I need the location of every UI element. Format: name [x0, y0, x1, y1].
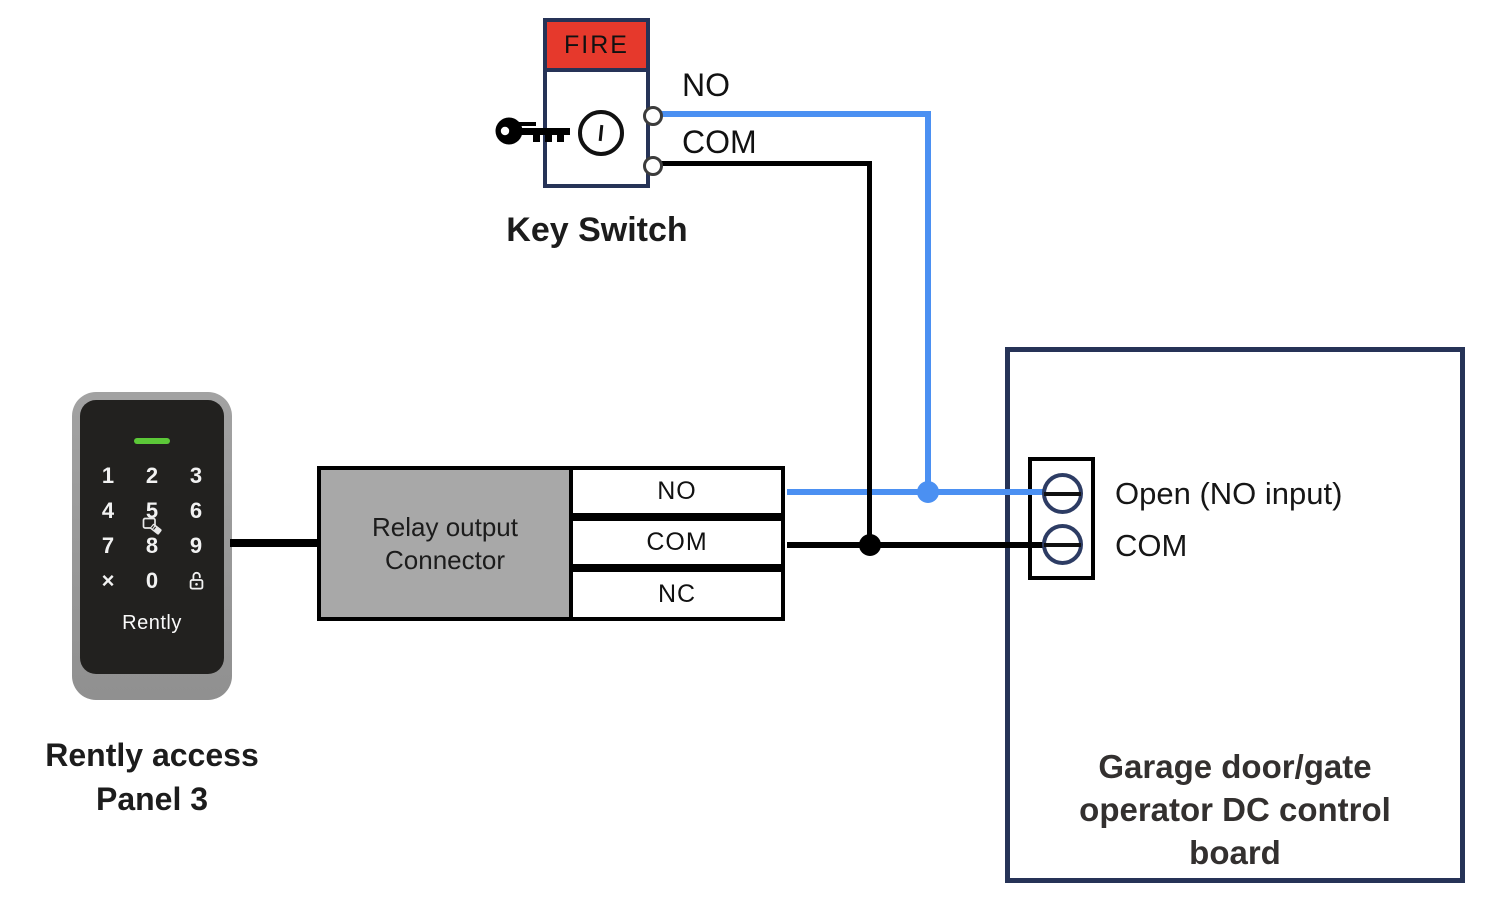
- key-switch-caption: Key Switch: [506, 211, 688, 249]
- board-open-label: Open (NO input): [1115, 476, 1343, 511]
- wire-black-keyswitch-horizontal: [650, 161, 872, 166]
- relay-terminal-com: COM: [569, 517, 785, 568]
- relay-label-line2: Connector: [385, 544, 505, 575]
- keypad-key-1: 1: [101, 462, 115, 488]
- relay-label-line1: Relay output: [372, 511, 518, 542]
- relay-terminal-nc: NC: [569, 568, 785, 621]
- keyswitch-no-terminal: [643, 106, 663, 126]
- keypad-key-7: 7: [101, 532, 115, 558]
- keypad-brand: Rently: [122, 612, 182, 634]
- screw-terminal-open: [1042, 473, 1083, 514]
- board-caption-line1: Garage door/gate: [1098, 748, 1372, 785]
- board-caption-line2: operator DC control: [1079, 791, 1391, 828]
- fire-band: FIRE: [547, 22, 646, 72]
- board-caption-line3: board: [1189, 834, 1281, 871]
- wire-keypad-to-relay: [230, 539, 318, 547]
- keypad-key-3: 3: [189, 462, 203, 488]
- keypad-caption: Rently access Panel 3: [6, 733, 298, 821]
- wire-black-vertical: [867, 161, 872, 548]
- wire-blue-vertical: [925, 111, 931, 495]
- card-tap-icon: [142, 517, 162, 535]
- keyhole-icon: [578, 110, 624, 156]
- keyswitch-com-label: COM: [682, 124, 757, 160]
- control-board-box: [1005, 347, 1465, 883]
- board-caption: Garage door/gate operator DC control boa…: [1030, 745, 1440, 874]
- junction-dot-blue: [917, 481, 939, 503]
- keypad-grid: 1 2 3 4 5 6 7 8 9 × 0: [86, 458, 218, 600]
- keypad-key-x: ×: [101, 567, 115, 593]
- wire-black-relay-to-board: [787, 542, 1046, 548]
- wire-blue-relay-to-board: [787, 489, 1046, 495]
- junction-dot-black: [859, 534, 881, 556]
- key-switch-box: FIRE: [543, 18, 650, 188]
- key-icon: [495, 117, 570, 145]
- keyswitch-no-label: NO: [682, 67, 730, 103]
- keypad-key-0: 0: [145, 567, 159, 593]
- keypad-key-9: 9: [189, 532, 203, 558]
- keypad-key-8: 8: [145, 532, 159, 558]
- keypad-led: [134, 438, 170, 444]
- keypad-key-4: 4: [101, 497, 115, 523]
- wire-blue-keyswitch-horizontal: [650, 111, 931, 117]
- keypad-key-5: 5: [145, 497, 159, 523]
- board-com-label: COM: [1115, 528, 1188, 563]
- screw-terminal-com: [1042, 524, 1083, 565]
- keypad-key-6: 6: [189, 497, 203, 523]
- fire-label: FIRE: [564, 30, 629, 59]
- keypad-panel: [80, 400, 224, 674]
- keypad-key-2: 2: [145, 462, 159, 488]
- keyswitch-com-terminal: [643, 156, 663, 176]
- unlock-icon: [174, 563, 218, 598]
- keypad-caption-line1: Rently access: [45, 737, 259, 773]
- relay-terminal-no: NO: [569, 466, 785, 517]
- relay-connector-box: Relay output Connector: [317, 466, 573, 621]
- keypad-caption-line2: Panel 3: [95, 781, 209, 817]
